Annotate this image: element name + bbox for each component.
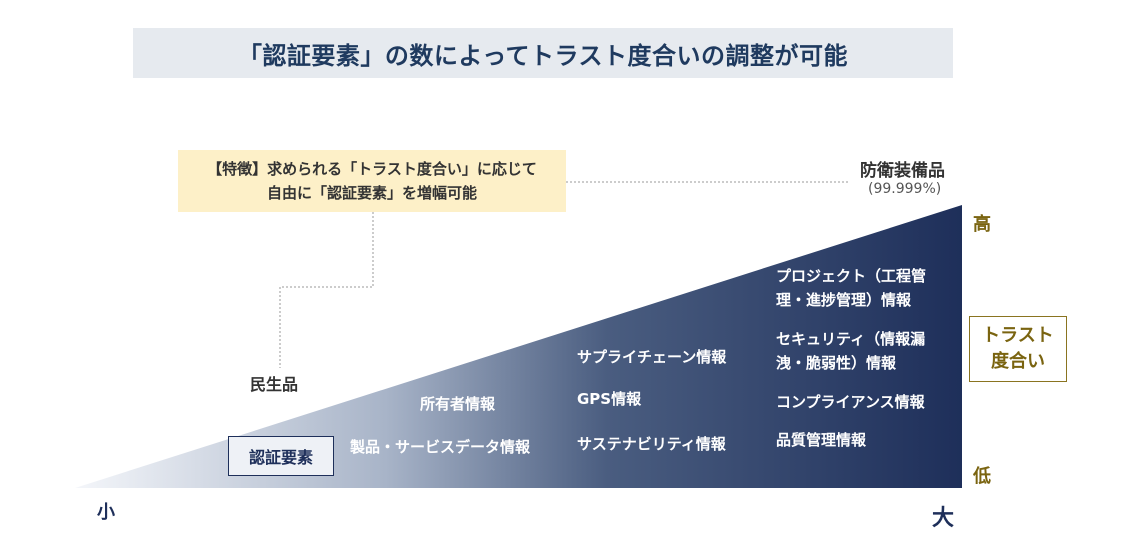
trust-triangle [75, 205, 962, 488]
low-end-label: 民生品 [250, 375, 299, 394]
factor-item: サステナビリティ情報 [577, 435, 726, 453]
trust-axis-label: トラスト 度合い [969, 316, 1067, 382]
x-axis-min-label: 小 [97, 502, 115, 523]
feature-callout: 【特徴】求められる「トラスト度合い」に応じて 自由に「認証要素」を増幅可能 [178, 150, 566, 212]
x-axis-max-label: 大 [932, 506, 955, 531]
auth-factor-label: 認証要素 [228, 436, 334, 476]
feature-line-1: 【特徴】求められる「トラスト度合い」に応じて [207, 160, 537, 178]
factor-item: GPS情報 [577, 390, 642, 408]
factor-item: サプライチェーン情報 [577, 348, 727, 366]
high-end-label: 防衛装備品 [860, 161, 945, 181]
factor-item: 所有者情報 [420, 395, 496, 413]
trust-label-line-1: トラスト [982, 325, 1054, 346]
high-end-value: (99.999%) [868, 181, 942, 197]
factor-item: 品質管理情報 [776, 431, 867, 449]
page-title: 「認証要素」の数によってトラスト度合いの調整が可能 [133, 28, 953, 78]
factor-item: 製品・サービスデータ情報 [350, 438, 531, 456]
trust-high-label: 高 [973, 214, 991, 235]
trust-label-line-2: 度合い [991, 351, 1045, 372]
factor-item: プロジェクト（工程管 [776, 267, 927, 285]
factor-item: セキュリティ（情報漏 [776, 330, 926, 348]
factor-item: 理・進捗管理）情報 [776, 291, 912, 309]
trust-low-label: 低 [973, 466, 991, 487]
feature-connector-line [279, 212, 374, 368]
factor-item: 洩・脆弱性）情報 [776, 354, 897, 372]
feature-line-2: 自由に「認証要素」を増幅可能 [266, 184, 477, 202]
factor-item: コンプライアンス情報 [776, 393, 925, 411]
